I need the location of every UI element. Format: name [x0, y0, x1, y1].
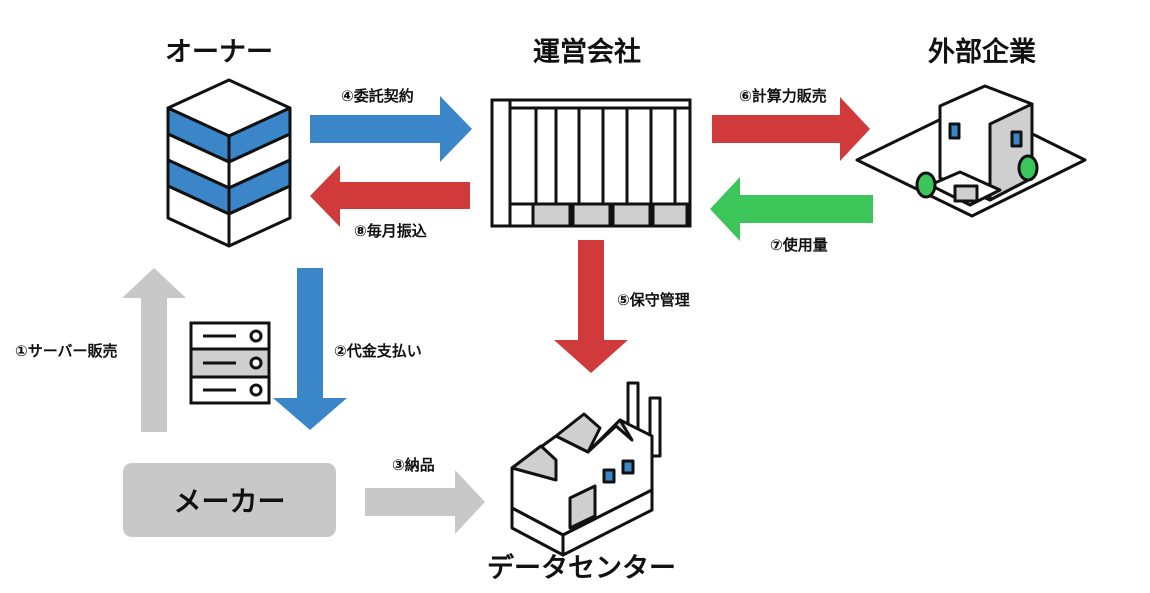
factory-icon	[510, 381, 662, 557]
flow-label-3: ③納品	[392, 456, 435, 474]
arrow-2-payment	[273, 268, 347, 430]
company-house-icon	[855, 84, 1087, 218]
arrow-1-server-sale	[122, 268, 186, 432]
arrow-3-delivery	[365, 470, 485, 534]
arrow-7-usage	[710, 177, 873, 241]
flow-label-2: ②代金支払い	[334, 342, 422, 360]
flow-label-7: ⑦使用量	[770, 236, 828, 254]
maker-title: メーカー	[173, 485, 286, 518]
maker-box	[123, 463, 336, 537]
server-stack-icon	[166, 78, 292, 248]
flow-label-6: ⑥計算力販売	[739, 87, 827, 105]
flow-label-4: ④委託契約	[341, 87, 414, 105]
datacenter-title: データセンター	[487, 553, 676, 584]
office-building-icon	[490, 98, 692, 228]
flow-label-8: ⑧毎月振込	[354, 222, 427, 240]
owner-title: オーナー	[165, 37, 273, 68]
server-box-icon	[189, 321, 271, 405]
flow-label-5: ⑤保守管理	[617, 291, 690, 309]
arrow-8-monthly-transfer	[310, 165, 470, 227]
arrow-4-contract	[310, 96, 472, 162]
operator-title: 運営会社	[533, 37, 641, 68]
external-title: 外部企業	[928, 37, 1036, 68]
arrow-6-compute-sale	[712, 97, 870, 161]
arrow-5-maintenance	[554, 240, 628, 373]
flow-label-1: ①サーバー販売	[15, 342, 118, 360]
